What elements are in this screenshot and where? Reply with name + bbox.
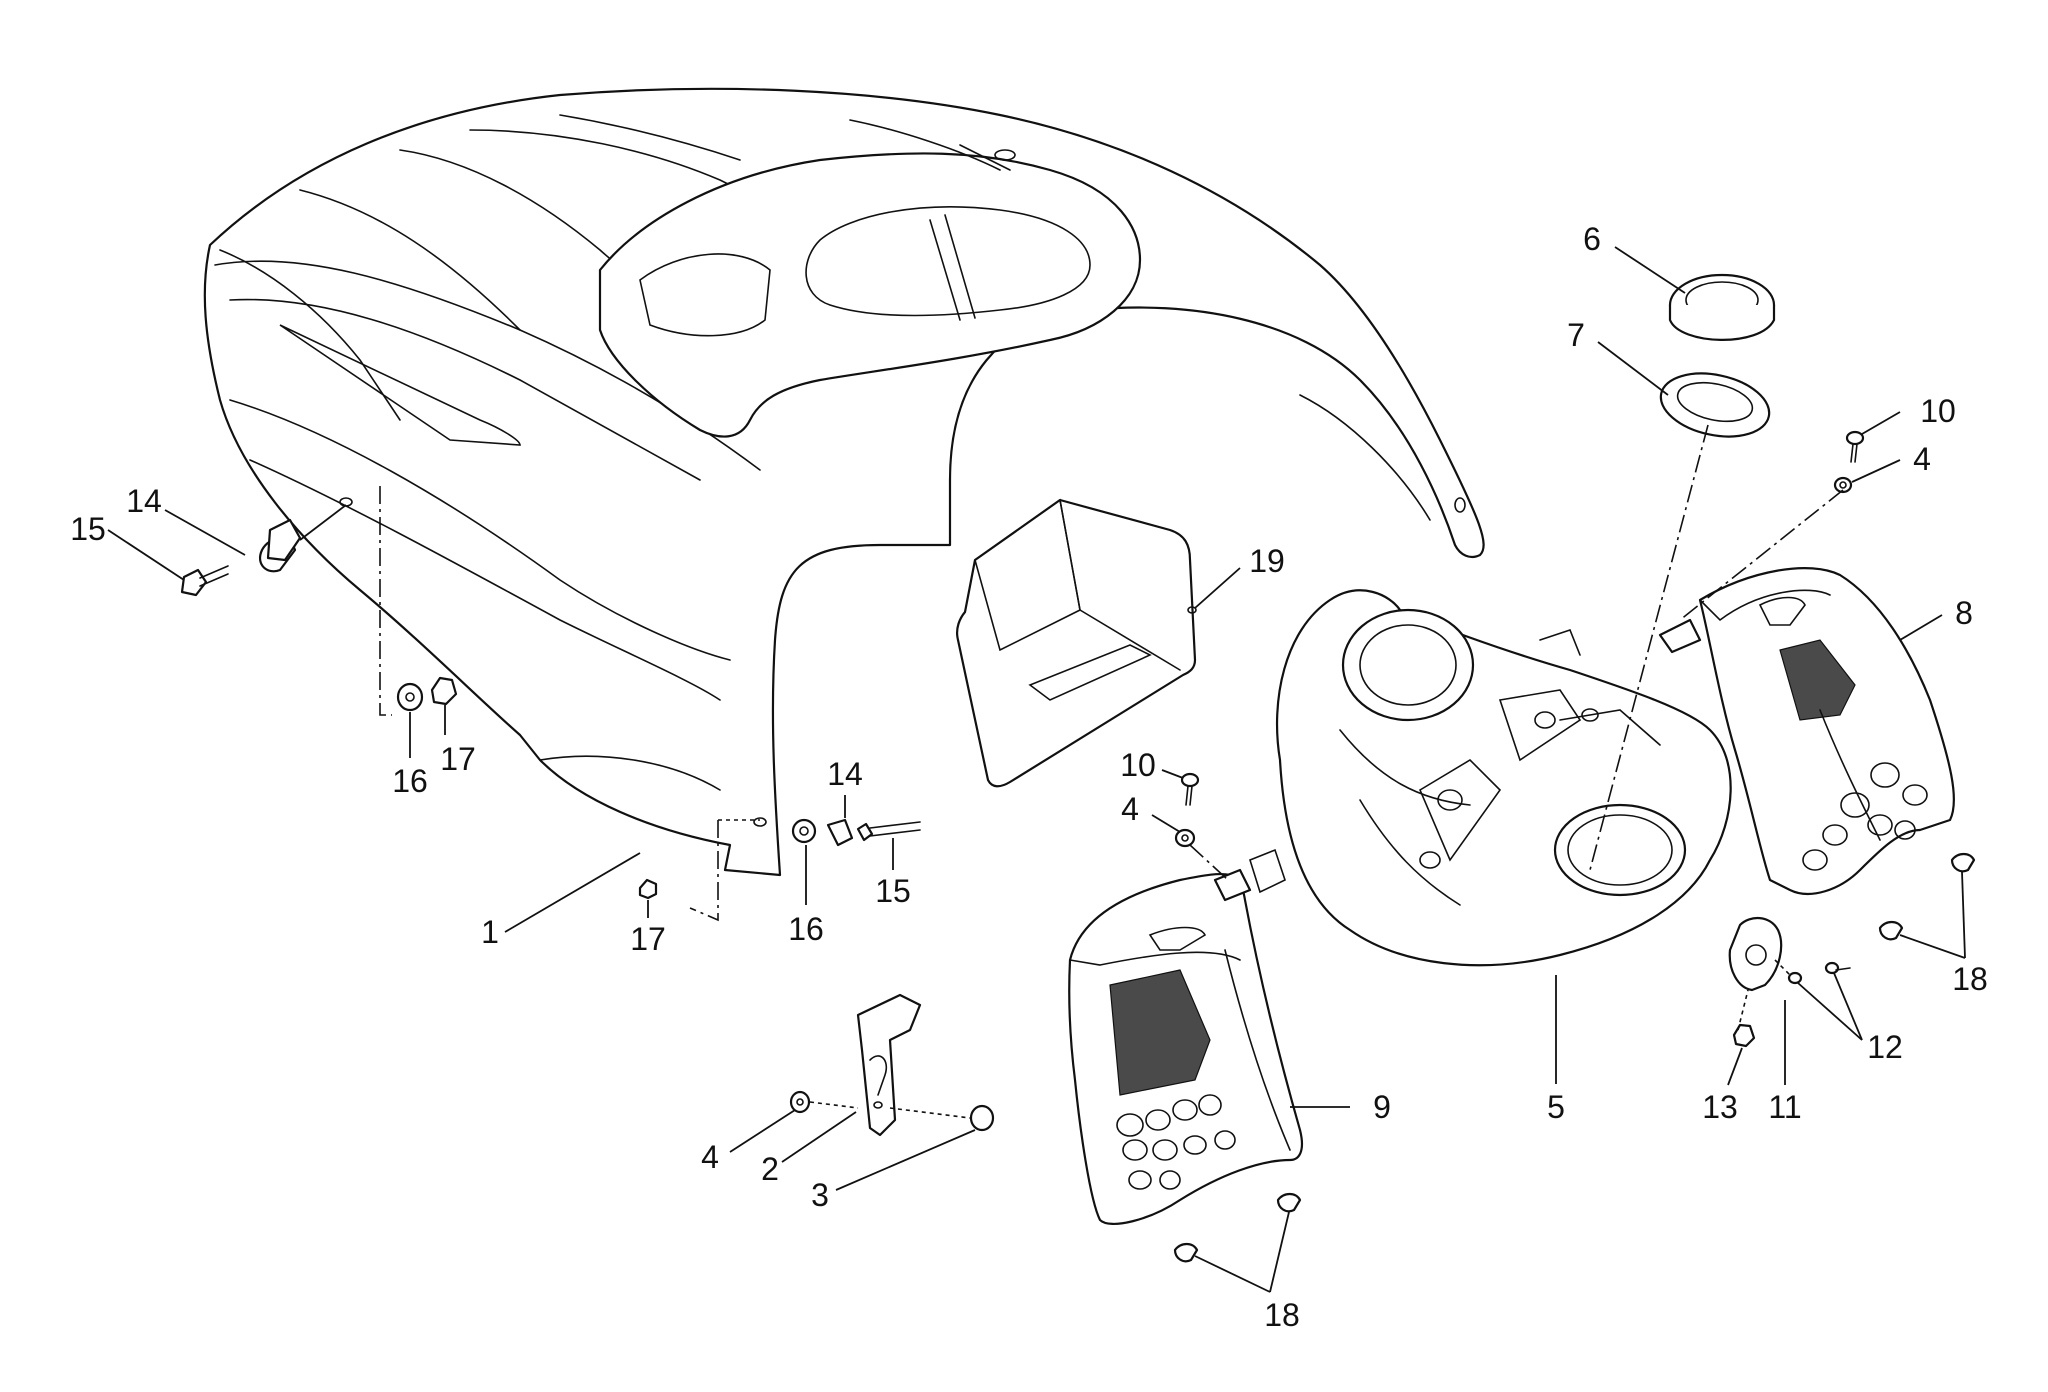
- callout-13: 13: [1702, 1089, 1738, 1125]
- part-16-washer-right: [791, 818, 817, 844]
- part-17-nut-right: [638, 878, 658, 900]
- callout-4: 4: [1913, 441, 1931, 477]
- part-18-rivets-left: [1173, 1192, 1302, 1263]
- part-2-bracket: [856, 993, 922, 1137]
- part-10-screw-right-panel: [1845, 430, 1865, 463]
- part-5-tank-cover: [1249, 589, 1732, 967]
- callout-11: 11: [1768, 1089, 1801, 1125]
- part-4-washer-left-panel: [1174, 828, 1196, 848]
- part-6-filler-nut: [1668, 273, 1776, 341]
- part-12-fasteners: [1787, 961, 1851, 985]
- callout-16: 16: [788, 911, 824, 947]
- callout-17: 17: [440, 741, 476, 777]
- callout-3: 3: [811, 1177, 829, 1213]
- part-18-rivets-right: [1878, 852, 1976, 941]
- callout-12: 12: [1867, 1029, 1903, 1065]
- callout-15: 15: [875, 873, 911, 909]
- callout-4: 4: [701, 1139, 719, 1175]
- callout-2: 2: [761, 1151, 779, 1187]
- part-13-nut: [1732, 1023, 1756, 1048]
- part-14-spacer-right: [826, 818, 854, 847]
- part-7-filler-gasket: [1659, 372, 1771, 438]
- callout-16: 16: [392, 763, 428, 799]
- part-15-bolt-right: [856, 821, 921, 842]
- callout-8: 8: [1955, 595, 1973, 631]
- part-19-storage-tray: [956, 498, 1197, 788]
- callout-10: 10: [1120, 747, 1156, 783]
- part-14-spacer-left: [259, 518, 302, 573]
- callout-18: 18: [1952, 961, 1988, 997]
- part-4-washer-right-panel: [1833, 476, 1853, 494]
- callout-10: 10: [1920, 393, 1956, 429]
- part-8-right-panel: [1658, 567, 1956, 895]
- part-9-left-panel: [1068, 868, 1304, 1225]
- callout-6: 6: [1583, 221, 1601, 257]
- callout-18: 18: [1264, 1297, 1300, 1333]
- part-11-mount-plate: [1728, 917, 1783, 992]
- callout-14: 14: [827, 756, 863, 792]
- part-4-washer-bracket: [789, 1090, 811, 1114]
- callout-19: 19: [1249, 543, 1285, 579]
- callout-9: 9: [1373, 1089, 1391, 1125]
- callouts: 1 2 3 4 4 4 5 6 7 8 9 10 10 11 12 13 14 …: [70, 221, 1988, 1333]
- callout-14: 14: [126, 483, 162, 519]
- part-15-bolt-left: [180, 565, 229, 597]
- callout-17: 17: [630, 921, 666, 957]
- part-10-screw-left-panel: [1180, 772, 1200, 806]
- callout-4: 4: [1121, 791, 1139, 827]
- part-16-washer-left: [396, 682, 424, 712]
- callout-15: 15: [70, 511, 106, 547]
- callout-5: 5: [1547, 1089, 1565, 1125]
- part-17-nut-left: [430, 676, 458, 706]
- callout-7: 7: [1567, 317, 1585, 353]
- part-1-rear-cowl: [203, 87, 1485, 877]
- leader-lines: [107, 246, 1966, 1293]
- part-3-grommet: [969, 1104, 995, 1132]
- callout-1: 1: [481, 914, 499, 950]
- assembly-reference-lines: [299, 424, 1844, 1119]
